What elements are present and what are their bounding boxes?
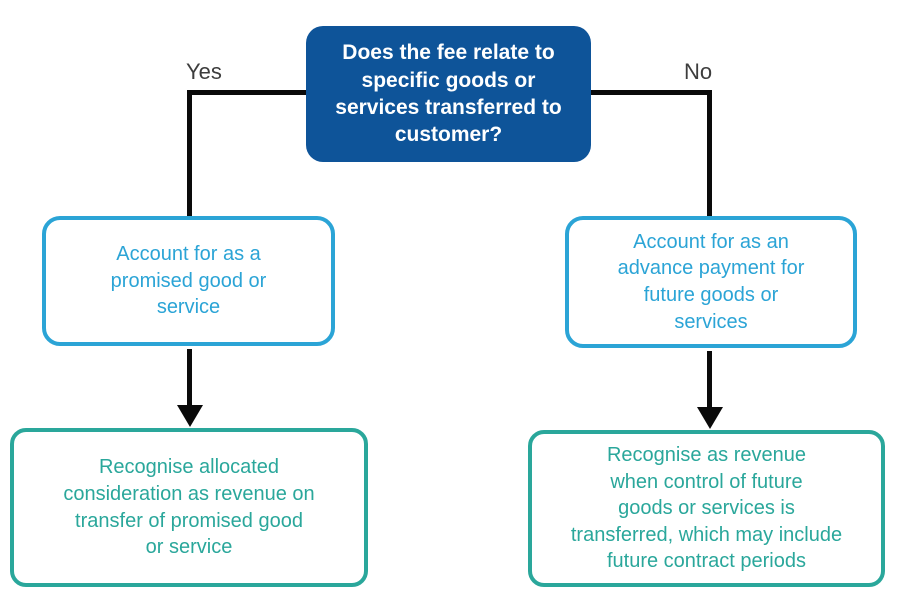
arrow-no-line (707, 351, 712, 409)
branch-label-no: No (684, 59, 713, 84)
node-no-account-advance-payment: Account for as an advance payment for fu… (565, 216, 857, 348)
connector-no-vertical (707, 90, 712, 216)
arrow-down-icon (697, 407, 723, 429)
arrow-down-icon (177, 405, 203, 427)
node-yes-account-promised-good: Account for as a promised good or servic… (42, 216, 335, 346)
node-no-recognise-revenue-control-transferred: Recognise as revenue when control of fut… (528, 430, 885, 587)
arrow-yes-line (187, 349, 192, 408)
branch-label-yes: Yes (186, 59, 222, 84)
connector-no-horizontal (590, 90, 712, 95)
node-yes-recognise-allocated-consideration: Recognise allocated consideration as rev… (10, 428, 368, 587)
connector-yes-vertical (187, 90, 192, 216)
decision-node-fee-relates: Does the fee relate to specific goods or… (306, 26, 591, 162)
connector-yes-horizontal (189, 90, 307, 95)
